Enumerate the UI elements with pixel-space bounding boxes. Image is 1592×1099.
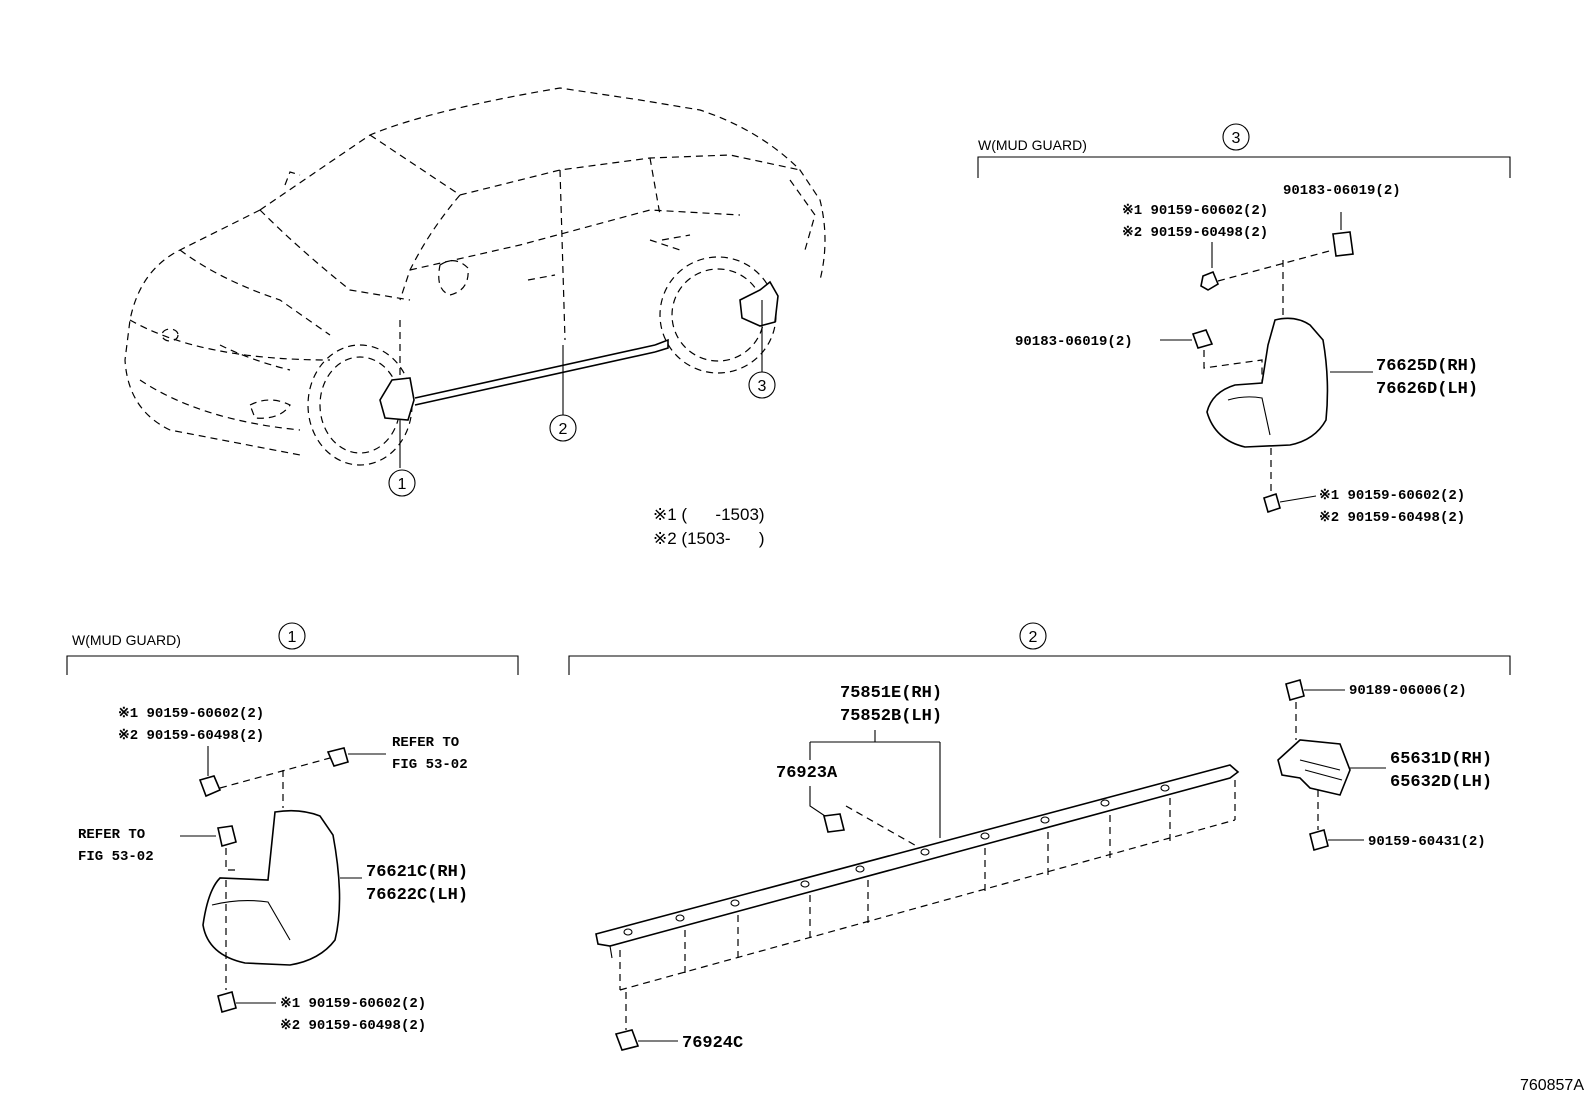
section-1-guard-rh: 76621C(RH) [366, 863, 468, 882]
car-illustration [124, 87, 826, 468]
mud-guard-front [202, 809, 341, 966]
nut-icon [1285, 679, 1305, 701]
overview-callout-3: 3 [748, 371, 776, 399]
section-3-header: W(MUD GUARD) [978, 137, 1087, 153]
screw-icon [198, 775, 222, 798]
section-2: 2 75851E(RH) 75852B(LH) 76923A [568, 622, 1511, 1053]
section-3-screw-bottom-2: ※2 90159-60498(2) [1319, 510, 1465, 526]
section-2-nut-top: 90189-06006(2) [1349, 683, 1467, 699]
section-1-screw-top-1: ※1 90159-60602(2) [118, 706, 264, 722]
section-3-guard-rh: 76625D(RH) [1376, 357, 1478, 376]
callout-1-label: 1 [398, 476, 407, 493]
nut-icon [614, 1029, 640, 1051]
section-3-screw-top-2: ※2 90159-60498(2) [1122, 225, 1268, 241]
callout-2-label: 2 [559, 421, 568, 438]
section-2-number: 2 [1029, 629, 1038, 646]
screw-icon [1200, 270, 1220, 291]
rocker-molding [595, 764, 1240, 947]
section-1-refer-right-1: REFER TO [392, 735, 459, 751]
section-1-refer-left-1: REFER TO [78, 827, 145, 843]
molding-holes [623, 784, 1170, 936]
section-3-guard-lh: 76626D(LH) [1376, 380, 1478, 399]
callout-3-label: 3 [758, 378, 767, 395]
footnote-1: ※1 ( -1503) [653, 505, 765, 524]
figure-id: 760857A [1520, 1077, 1584, 1094]
section-1-screw-bottom-2: ※2 90159-60498(2) [280, 1018, 426, 1034]
section-3: W(MUD GUARD) 3 90183-06019(2) ※1 90159-6… [977, 123, 1511, 526]
section-1-number: 1 [288, 629, 297, 646]
section-1: W(MUD GUARD) 1 ※1 90159-60602(2) ※2 9015… [66, 622, 519, 1034]
clip-icon [823, 813, 845, 833]
section-1-screw-bottom-1: ※1 90159-60602(2) [280, 996, 426, 1012]
section-2-bracket-rh: 65631D(RH) [1390, 750, 1492, 769]
section-3-clip-top-label: 90183-06019(2) [1283, 183, 1401, 199]
clip-icon [1332, 231, 1354, 257]
section-1-header: W(MUD GUARD) [72, 632, 181, 648]
section-2-molding-lh: 75852B(LH) [840, 707, 942, 726]
section-1-screw-top-2: ※2 90159-60498(2) [118, 728, 264, 744]
bracket-icon [1277, 739, 1351, 796]
clip-icon [326, 747, 349, 767]
section-2-bracket-lh: 65632D(LH) [1390, 773, 1492, 792]
clip-icon [217, 825, 237, 848]
screw-icon [1309, 829, 1329, 851]
section-3-screw-top-1: ※1 90159-60602(2) [1122, 203, 1268, 219]
section-2-screw-bracket: 90159-60431(2) [1368, 834, 1486, 850]
section-2-molding-rh: 75851E(RH) [840, 684, 942, 703]
section-3-screw-bottom-1: ※1 90159-60602(2) [1319, 488, 1465, 504]
section-1-refer-right-2: FIG 53-02 [392, 757, 468, 773]
section-1-refer-left-2: FIG 53-02 [78, 849, 154, 865]
section-3-number: 3 [1232, 130, 1241, 147]
mud-guard-rear [1206, 317, 1329, 448]
section-2-clip-label: 76923A [776, 764, 838, 783]
screw-icon [1263, 492, 1281, 514]
footnote-2: ※2 (1503- ) [653, 529, 765, 548]
clip-icon [1191, 329, 1214, 349]
section-1-guard-lh: 76622C(LH) [366, 886, 468, 905]
screw-icon [217, 991, 237, 1013]
overview-callout-2: 2 [549, 414, 577, 442]
section-3-clip-left-label: 90183-06019(2) [1015, 334, 1133, 350]
section-2-nut-bottom: 76924C [682, 1034, 743, 1053]
overview-callout-1: 1 [388, 469, 416, 497]
